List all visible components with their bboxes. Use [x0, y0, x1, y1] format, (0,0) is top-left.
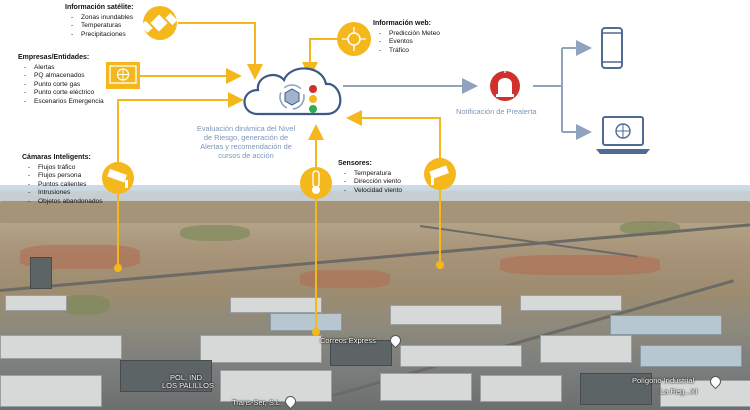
web-list: Predicción Meteo Eventos Tráfico	[373, 30, 473, 56]
web-info-block: Información web: Predicción Meteo Evento…	[373, 20, 473, 55]
line-satellite	[178, 22, 263, 80]
smartphone-icon	[601, 27, 623, 69]
line-cameras	[117, 92, 244, 268]
satellite-info-block: Información satélite: Zonas inundables T…	[65, 4, 155, 39]
aerial-photo	[0, 185, 750, 410]
list-item: Velocidad viento	[344, 187, 438, 196]
list-item: Predicción Meteo	[379, 30, 473, 39]
laptop-globe-icon	[596, 116, 650, 154]
satellite-list: Zonas inundables Temperaturas Precipitac…	[65, 14, 155, 40]
list-item: Objetos abandonados	[28, 198, 112, 207]
map-label-poligono: Polígono Industrial	[632, 376, 695, 385]
list-item: Temperaturas	[71, 22, 155, 31]
map-label-trans-ser: Trans-Ser, S.L.	[232, 398, 283, 407]
list-item: Puntos calientes	[28, 181, 112, 190]
cameras-list: Flujos tráfico Flujos persona Puntos cal…	[22, 164, 112, 207]
sensors-list: Temperatura Dirección viento Velocidad v…	[338, 170, 438, 196]
list-item: Eventos	[379, 38, 473, 47]
list-item: Temperatura	[344, 170, 438, 179]
sensors-info-block: Sensores: Temperatura Dirección viento V…	[338, 160, 438, 195]
list-item: Punto corte gas	[24, 81, 108, 90]
sensors-title: Sensores:	[338, 160, 372, 167]
satellite-title: Información satélite:	[65, 4, 134, 11]
alarm-siren-icon	[490, 70, 520, 101]
endpoint-dot	[114, 264, 122, 272]
map-label-los-palillos: LOS PALILLOS	[162, 381, 214, 390]
endpoint-dot	[436, 261, 444, 269]
companies-title: Empresas/Entidades:	[18, 54, 90, 61]
risk-evaluation-text: Evaluación dinámica del Nivel de Riesgo,…	[196, 124, 296, 160]
monitor-globe-icon	[106, 62, 140, 89]
list-item: PQ almacenados	[24, 72, 108, 81]
list-item: Intrusiones	[28, 189, 112, 198]
line-web	[302, 38, 338, 78]
cloud-platform-icon	[243, 67, 342, 116]
list-item: Punto corte eléctrico	[24, 89, 108, 98]
prealert-notification-text: Notificación de Prealerta	[456, 107, 537, 116]
thermometer-icon	[300, 167, 332, 199]
map-label-pol-ind: POL. IND.	[170, 373, 205, 382]
list-item: Zonas inundables	[71, 14, 155, 23]
list-item: Flujos persona	[28, 172, 112, 181]
line-camera-right	[346, 110, 441, 265]
cloud-network-icon	[337, 22, 371, 56]
list-item: Precipitaciones	[71, 31, 155, 40]
companies-info-block: Empresas/Entidades: Alertas PQ almacenad…	[18, 54, 108, 107]
cameras-title: Cámaras Inteligents:	[22, 154, 91, 161]
list-item: Tráfico	[379, 47, 473, 56]
companies-list: Alertas PQ almacenados Punto corte gas P…	[18, 64, 108, 107]
list-item: Dirección viento	[344, 178, 438, 187]
list-item: Alertas	[24, 64, 108, 73]
map-label-la-reg: La Reg...XI	[660, 387, 698, 396]
list-item: Escenarios Emergencia	[24, 98, 108, 107]
cameras-info-block: Cámaras Inteligents: Flujos tráfico Fluj…	[22, 154, 112, 207]
map-label-correos: Correos Express	[320, 336, 376, 345]
list-item: Flujos tráfico	[28, 164, 112, 173]
endpoint-dot	[312, 328, 320, 336]
web-title: Información web:	[373, 20, 431, 27]
